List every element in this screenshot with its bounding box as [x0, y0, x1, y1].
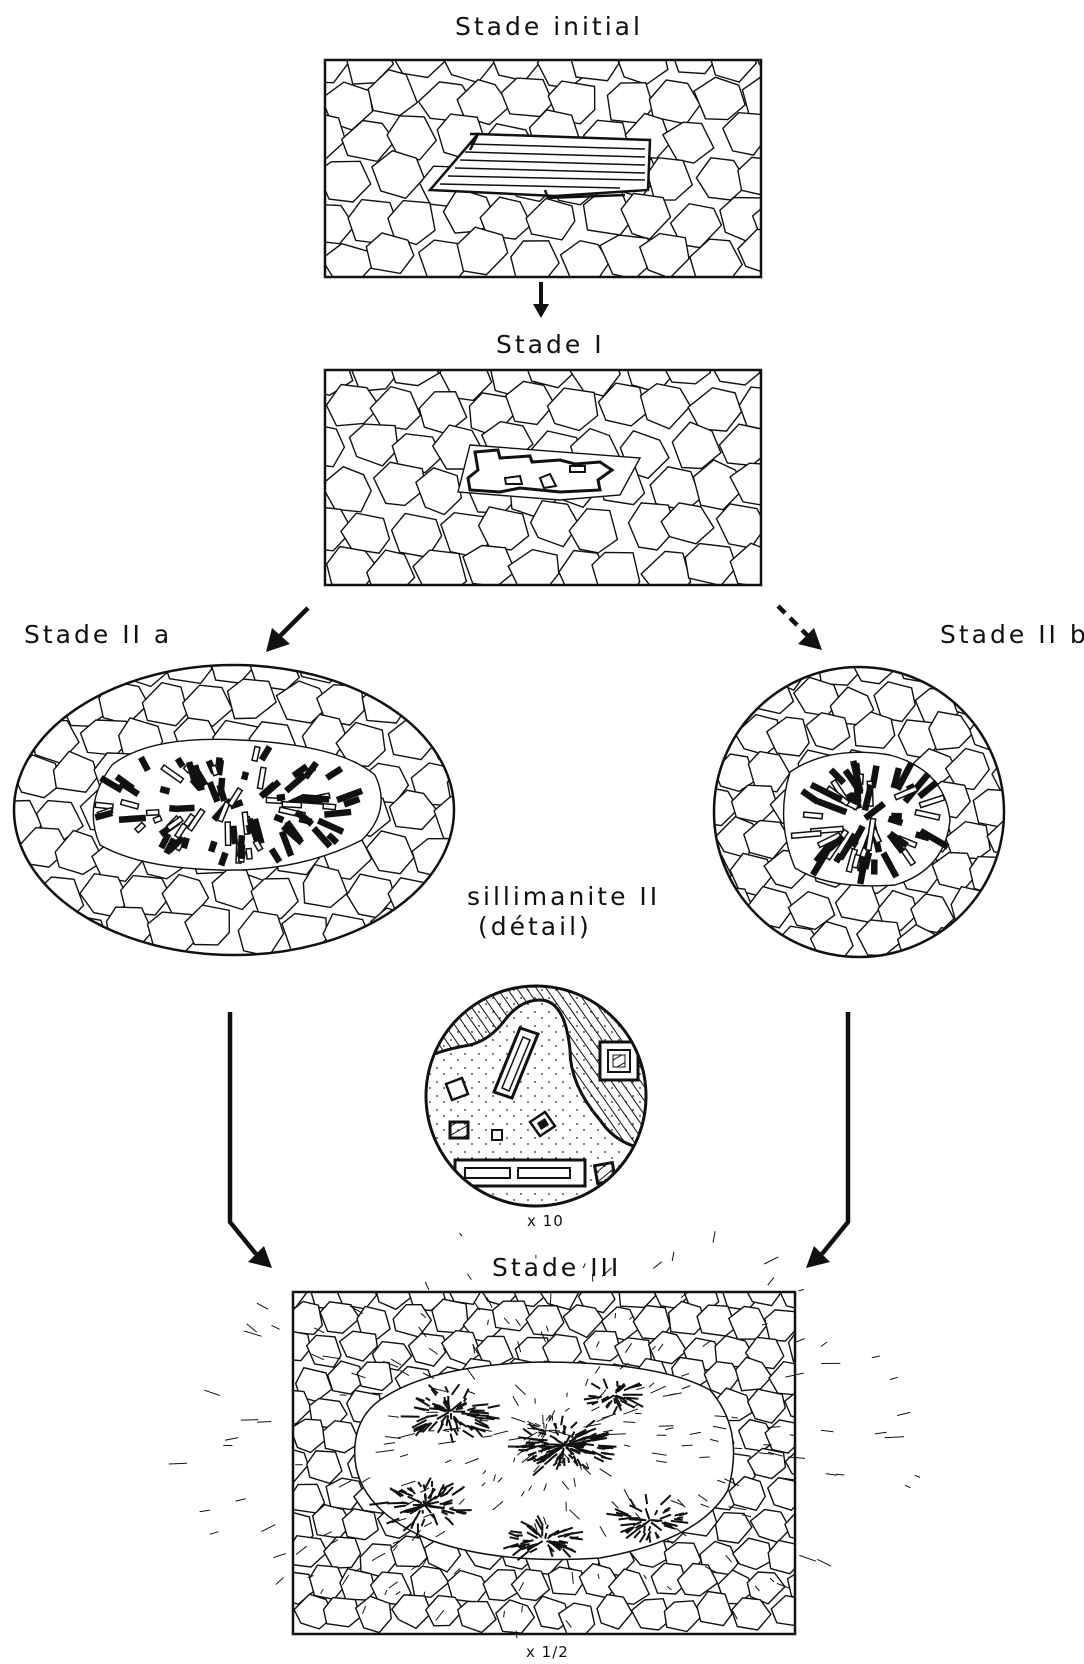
stage-3-panel [169, 1231, 920, 1638]
arrow-1-to-2a [266, 608, 308, 652]
stage-1-panel [298, 341, 834, 598]
arrow-initial-to-1 [533, 282, 549, 318]
arrow-2a-to-3 [230, 1012, 272, 1268]
stage-2b-panel [686, 643, 1082, 968]
sillimanite-detail-panel [420, 980, 660, 1220]
arrow-2b-to-3 [806, 1012, 848, 1268]
arrow-1-to-2b [778, 606, 822, 650]
stage-initial-panel [292, 32, 839, 288]
stage-2a-panel [0, 639, 501, 958]
